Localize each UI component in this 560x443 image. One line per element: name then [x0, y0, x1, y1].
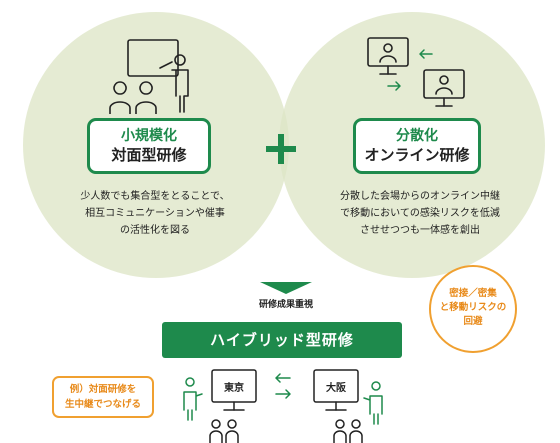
right-description-line: 分散した会場からのオンライン中継 [340, 191, 500, 202]
example-line: 例）対面研修を [69, 384, 137, 395]
left-description-line: 少人数でも集合型をとることで、 [80, 191, 230, 202]
example-line: 生中継でつなげる [64, 399, 141, 410]
example-box: 例）対面研修を 生中継でつなげる [52, 376, 154, 418]
person-icon [183, 377, 203, 421]
left-description-line: の活性化を図る [120, 225, 190, 236]
city-label-right: 大阪 [326, 381, 347, 394]
left-title-box: 小規模化 対面型研修 [87, 118, 211, 174]
video-call-icon [367, 37, 465, 107]
left-description: 少人数でも集合型をとることで、 相互コミュニケーションや催事 の活性化を図る [50, 188, 260, 239]
callout-line: と移動リスクの [439, 302, 507, 313]
callout-line: 密接／密集 [449, 288, 497, 299]
down-arrow-icon [260, 282, 312, 294]
plus-icon [266, 134, 296, 164]
left-title-line1: 小規模化 [121, 128, 177, 144]
bidirectional-arrows-icon [275, 373, 291, 399]
right-description: 分散した会場からのオンライン中継 で移動においての感染リスクを低減 させせつつも… [308, 188, 532, 239]
risk-avoidance-callout: 密接／密集 と移動リスクの 回避 [429, 265, 517, 353]
audience-icon [333, 419, 363, 443]
left-title-line2: 対面型研修 [111, 146, 187, 164]
right-description-line: で移動においての感染リスクを低減 [340, 208, 500, 219]
city-link-scene: 東京 大阪 [183, 369, 383, 443]
right-title-box: 分散化 オンライン研修 [353, 118, 481, 174]
emphasis-label: 研修成果重視 [258, 300, 313, 310]
audience-icon [209, 419, 239, 443]
right-title-line2: オンライン研修 [364, 146, 470, 164]
hybrid-training-banner: ハイブリッド型研修 [162, 322, 402, 358]
left-description-line: 相互コミュニケーションや催事 [85, 208, 225, 219]
city-label-left: 東京 [224, 381, 244, 394]
presenter-whiteboard-icon [109, 39, 189, 114]
person-icon [363, 381, 383, 425]
right-description-line: させせつつも一体感を創出 [360, 225, 480, 236]
right-title-line1: 分散化 [396, 128, 438, 144]
callout-line: 回避 [463, 316, 483, 327]
